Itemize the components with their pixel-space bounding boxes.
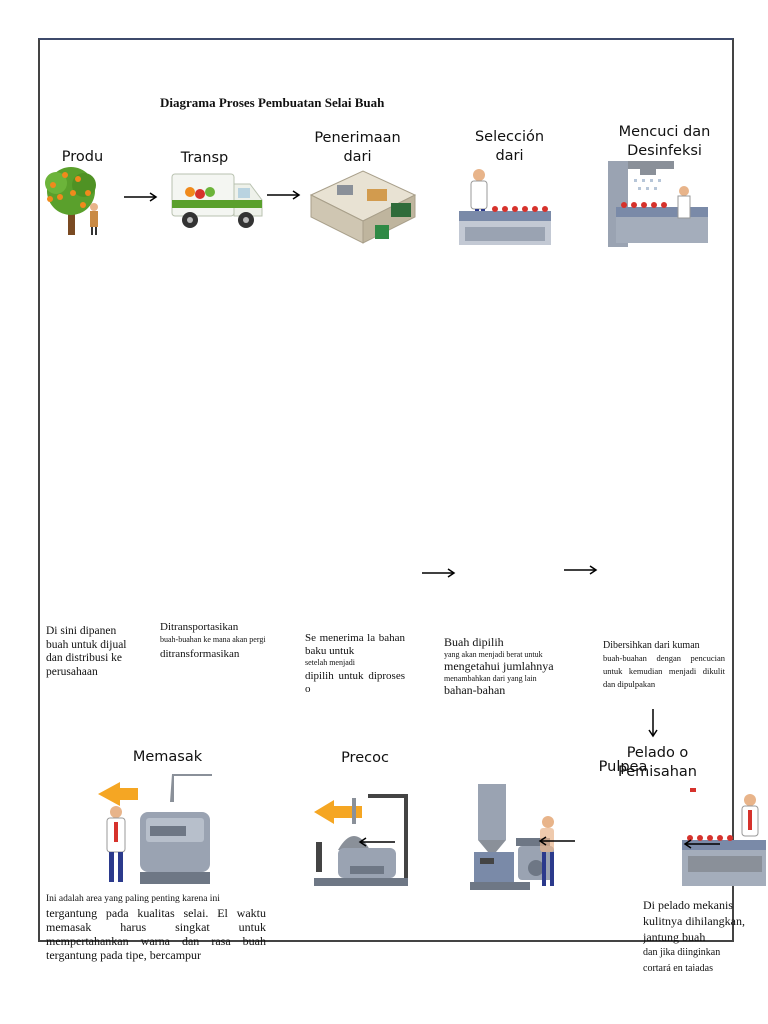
desc-seleccion-line: Buah dipilih: [444, 635, 504, 649]
delivery-truck-icon: [171, 173, 263, 228]
step-label-seleccion: Selección dari: [474, 129, 545, 164]
step-label-transp: Transp: [180, 150, 229, 166]
desc-seleccion-line: yang akan menjadi berat untuk: [444, 650, 543, 659]
desc-mencuci-line: buah-buahan dengan pencucian untuk kemud…: [603, 653, 725, 689]
diagram-title: Diagrama Proses Pembuatan Selai Buah: [160, 95, 385, 110]
desc-seleccion-line: mengetahui jumlahnya: [444, 659, 554, 673]
desc-pelado: Di pelado mekanis kulitnya dihilangkan, …: [643, 897, 753, 971]
desc-memasak: Ini adalah area yang paling penting kare…: [46, 892, 266, 962]
selection-worker-icon: [459, 169, 551, 245]
precook-kettle-icon: [314, 794, 408, 886]
desc-transp-line: ditransformasikan: [160, 648, 240, 660]
pulper-machine-icon: [470, 784, 554, 890]
arrow-left-icon: [358, 837, 395, 847]
reception-facility-icon: [309, 170, 417, 244]
desc-seleccion-line: menambahkan dari yang lain: [444, 674, 537, 683]
step-label-penerimaan: Penerimaan dari: [314, 130, 401, 165]
step-label-produ: Produ: [61, 149, 104, 165]
desc-penerimaan-line: setelah menjadi: [305, 658, 355, 667]
step-label-precoc: Precoc: [341, 750, 389, 766]
arrow-right-icon: [267, 190, 301, 200]
desc-transp-line: buah-buahan ke mana akan pergi: [160, 635, 266, 644]
arrow-right-icon: [422, 568, 456, 578]
arrow-left-icon: [683, 839, 720, 849]
peeling-line-icon: [682, 788, 766, 886]
desc-penerimaan-line: Se menerima la bahan baku untuk: [305, 632, 405, 657]
arrow-left-icon: [538, 836, 575, 846]
step-label-pelado: Pelado o Pemisahan: [617, 745, 697, 780]
desc-pelado-line: dan jika diinginkan: [643, 947, 721, 958]
desc-mencuci-line: Dibersihkan dari kuman: [603, 640, 700, 651]
desc-mencuci: Dibersihkan dari kuman buah-buahan denga…: [603, 639, 725, 691]
desc-penerimaan-line: dipilih untuk diproses o: [305, 670, 405, 695]
desc-pelado-line: Di pelado mekanis kulitnya dihilangkan, …: [643, 898, 745, 944]
step-label-memasak: Memasak: [132, 749, 203, 765]
desc-transp: Ditransportasikan buah-buahan ke mana ak…: [160, 621, 285, 661]
washing-machine-icon: [608, 161, 708, 247]
arrow-right-icon: [124, 192, 158, 202]
desc-memasak-line: Ini adalah area yang paling penting kare…: [46, 894, 220, 904]
desc-seleccion: Buah dipilih yang akan menjadi berat unt…: [444, 636, 572, 697]
cooking-tank-icon: [98, 774, 212, 884]
orange-tree-icon: [45, 167, 98, 235]
step-label-pulpea: Pulpea: [598, 759, 648, 775]
desc-transp-line: Ditransportasikan: [160, 621, 239, 633]
page-frame: [38, 38, 734, 942]
desc-memasak-line: tergantung pada kualitas selai. El waktu…: [46, 906, 266, 962]
arrow-right-icon: [564, 565, 598, 575]
desc-penerimaan: Se menerima la bahan baku untuk setelah …: [305, 632, 405, 695]
desc-seleccion-line: bahan-bahan: [444, 683, 506, 697]
arrow-down-icon: [648, 709, 658, 738]
step-label-mencuci: Mencuci dan Desinfeksi: [618, 124, 711, 159]
desc-produ: Di sini dipanen buah untuk dijual dan di…: [46, 625, 127, 678]
desc-pelado-line: cortará en tajadas: [643, 963, 713, 971]
